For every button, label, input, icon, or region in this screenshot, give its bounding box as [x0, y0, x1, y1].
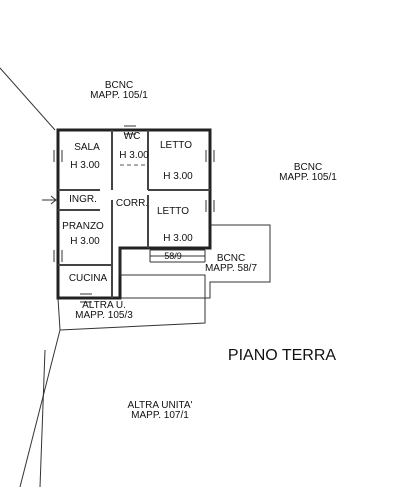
room-corr: CORR. — [116, 198, 148, 209]
entrance-arrow — [42, 195, 57, 205]
window-mark — [205, 200, 215, 212]
window-mark — [53, 250, 63, 262]
bcnc-right-label: BCNC — [294, 162, 322, 173]
room-wc-height: H 3.00 — [119, 150, 149, 161]
room-cucina: CUCINA — [69, 273, 108, 284]
mapp-58-9: 58/9 — [164, 251, 182, 261]
altra-unita-label: ALTRA UNITA' — [128, 400, 193, 411]
bcnc-mid-label: BCNC — [217, 253, 245, 264]
room-letto-2: LETTO — [157, 206, 189, 217]
room-pranzo: PRANZO — [62, 221, 104, 232]
bcnc-top-mapp: MAPP. 105/1 — [90, 90, 148, 101]
boundary-line-lower — [39, 349, 46, 487]
altra-u-mapp: MAPP. 105/3 — [75, 310, 133, 321]
bcnc-mid-mapp: MAPP. 58/7 — [205, 263, 258, 274]
room-letto-1: LETTO — [160, 140, 192, 151]
room-wc: WC — [124, 131, 141, 142]
boundary-line-bottom — [59, 297, 206, 331]
room-letto-1-height: H 3.00 — [163, 171, 193, 182]
altra-unita-mapp: MAPP. 107/1 — [131, 410, 189, 421]
room-sala-height: H 3.00 — [70, 160, 100, 171]
window-mark — [205, 150, 215, 162]
annex-bcnc-outline — [120, 224, 271, 299]
boundary-line-left — [19, 297, 61, 487]
room-pranzo-height: H 3.00 — [70, 236, 100, 247]
boundary-line-top-left — [0, 67, 56, 131]
stair-hatch — [149, 249, 206, 263]
annex-inner-line — [119, 248, 206, 298]
window-mark — [53, 150, 63, 162]
window-mark — [80, 293, 92, 303]
altra-u-label: ALTRA U. — [82, 300, 126, 311]
window-mark — [124, 125, 136, 135]
piano-terra-title: PIANO TERRA — [228, 347, 337, 364]
bcnc-top-label: BCNC — [105, 80, 133, 91]
room-letto-2-height: H 3.00 — [163, 233, 193, 244]
room-ingr: INGR. — [69, 194, 97, 205]
room-sala: SALA — [74, 142, 100, 153]
bcnc-right-mapp: MAPP. 105/1 — [279, 172, 337, 183]
